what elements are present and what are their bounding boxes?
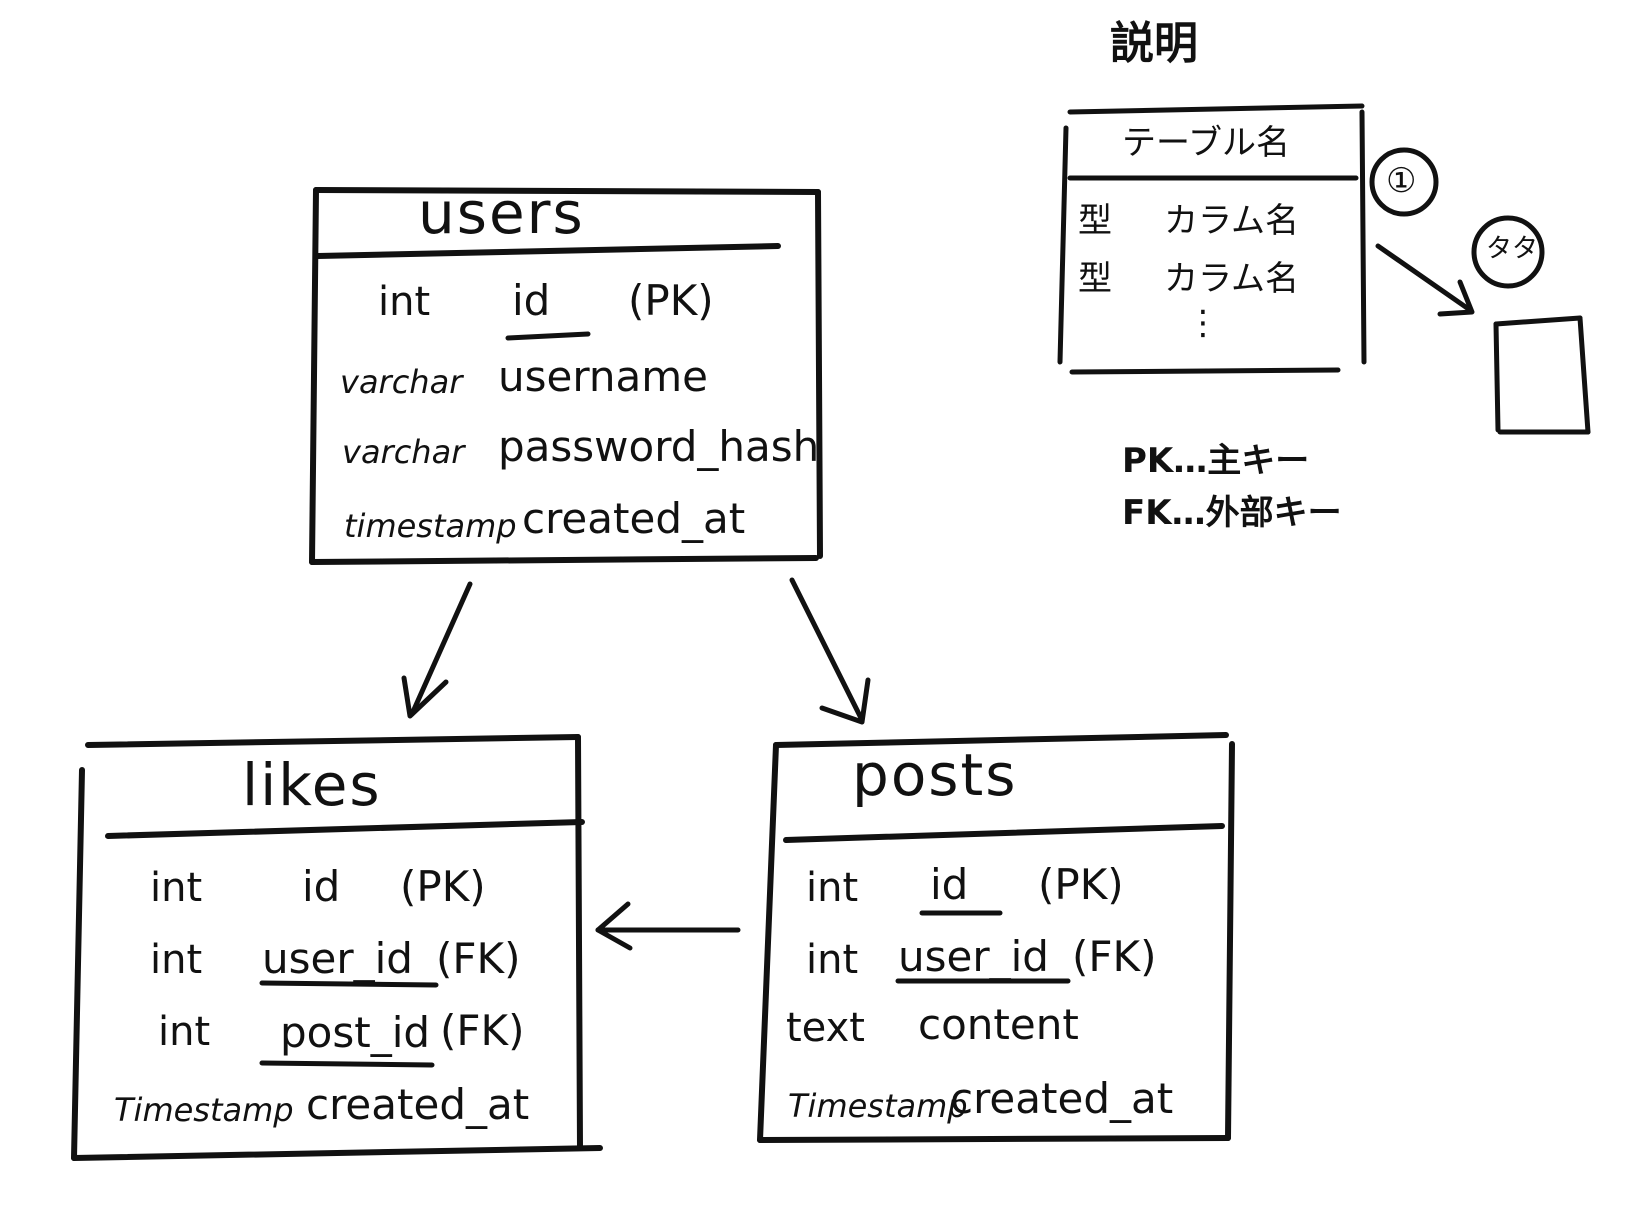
- likes-row-2-type: int: [150, 937, 203, 983]
- arrow-posts-to-likes: [595, 901, 741, 951]
- legend-marker-1: ①: [1386, 161, 1417, 201]
- posts-row-1-column: id: [930, 860, 969, 909]
- likes-row-3-type: int: [158, 1009, 211, 1055]
- users-row-4-column: created_at: [522, 494, 746, 543]
- likes-row-1-type: int: [150, 865, 203, 911]
- legend-ellipsis: ⋮: [1186, 303, 1220, 343]
- legend-fk-note: FK…外部キー: [1122, 493, 1342, 533]
- legend-title: 説明: [1110, 18, 1198, 69]
- legend-pk-note: PK…主キー: [1122, 441, 1310, 481]
- users-row-1-key: (PK): [628, 276, 714, 325]
- posts-row-1-type: int: [806, 865, 859, 911]
- likes-table-title: likes: [242, 751, 382, 819]
- legend-row-1-column: カラム名: [1164, 201, 1299, 241]
- legend-marker-2: タタ: [1486, 234, 1539, 264]
- likes-table-frame: [71, 734, 603, 1161]
- likes-user-id-underline: [259, 980, 439, 988]
- legend-table-frame: [1057, 103, 1367, 375]
- likes-row-1-column: id: [302, 862, 341, 911]
- users-table-title: users: [418, 179, 585, 247]
- users-row-2-type: varchar: [340, 363, 463, 401]
- users-row-3-type: varchar: [342, 433, 465, 471]
- legend-marker-1-circle: [1369, 147, 1439, 217]
- legend-marker-2-circle: [1471, 215, 1545, 289]
- posts-row-1-key: (PK): [1038, 860, 1124, 909]
- posts-table-title: posts: [852, 741, 1018, 809]
- users-row-2-column: username: [498, 352, 708, 401]
- users-row-1-type: int: [378, 279, 431, 325]
- posts-row-3-column: content: [918, 1000, 1079, 1049]
- posts-row-2-column: user_id: [898, 932, 1049, 981]
- users-row-3-column: password_hash: [498, 422, 820, 471]
- legend-row-1-type: 型: [1078, 201, 1112, 241]
- legend-target-box: [1493, 315, 1591, 435]
- posts-row-4-column: created_at: [950, 1074, 1174, 1123]
- legend-table-name: テーブル名: [1122, 123, 1290, 163]
- arrow-users-to-likes: [401, 581, 473, 719]
- likes-row-3-column: post_id: [280, 1008, 431, 1057]
- posts-table-frame: [757, 732, 1235, 1143]
- posts-row-2-key: (FK): [1072, 932, 1157, 981]
- likes-row-2-key: (FK): [436, 934, 521, 983]
- users-id-underline: [505, 331, 591, 341]
- posts-row-3-type: text: [786, 1005, 865, 1051]
- posts-row-4-type: Timestamp: [788, 1087, 968, 1125]
- legend-row-2-type: 型: [1078, 259, 1112, 299]
- legend-arrow: [1375, 243, 1475, 317]
- users-row-4-type: timestamp: [344, 507, 517, 545]
- likes-row-4-column: created_at: [306, 1080, 530, 1129]
- likes-row-2-column: user_id: [262, 934, 413, 983]
- likes-post-id-underline: [259, 1060, 435, 1068]
- likes-row-4-type: Timestamp: [114, 1091, 294, 1129]
- users-table-frame: [309, 187, 823, 565]
- likes-row-3-key: (FK): [440, 1006, 525, 1055]
- legend-row-2-column: カラム名: [1164, 259, 1299, 299]
- posts-row-2-type: int: [806, 937, 859, 983]
- arrow-users-to-posts: [789, 577, 871, 725]
- users-row-1-column: id: [512, 276, 551, 325]
- likes-row-1-key: (PK): [400, 862, 486, 911]
